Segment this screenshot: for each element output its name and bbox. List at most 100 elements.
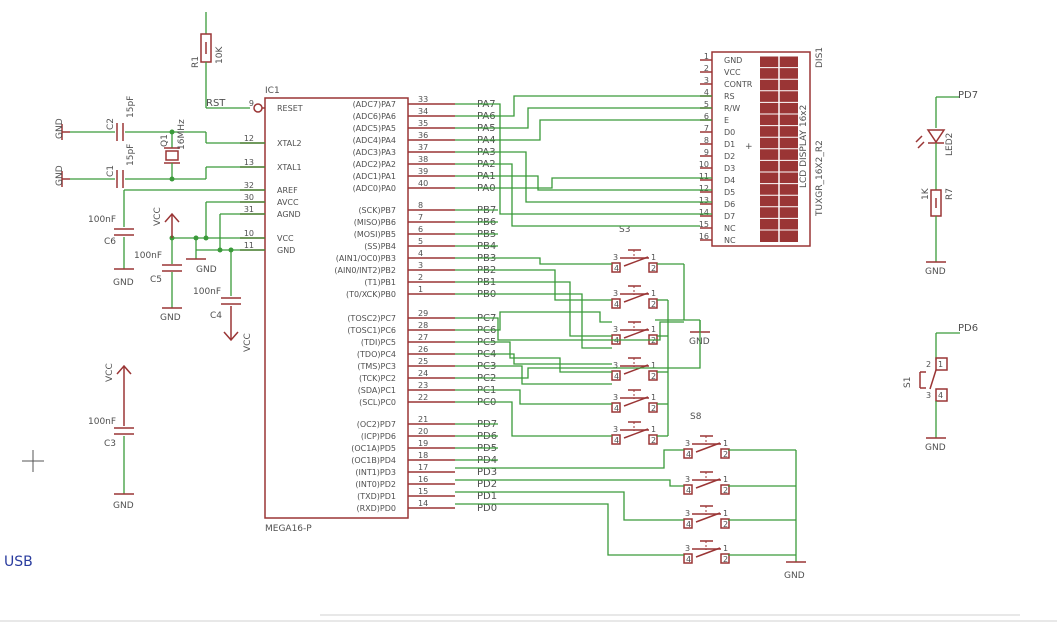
s1-pin-box xyxy=(935,357,948,371)
ic1-right-pin-function: (ADC6)PA6 xyxy=(353,112,396,121)
key-blade xyxy=(623,396,649,407)
lcd-pin-name: R/W xyxy=(724,104,740,113)
s1-pin4: 4 xyxy=(938,391,943,400)
ic1-left-pin-number: 31 xyxy=(244,205,254,214)
vcc-label: VCC xyxy=(243,333,253,352)
wire-pd2 xyxy=(455,479,684,487)
c4-value: 100nF xyxy=(193,287,221,297)
key-pin-1: 1 xyxy=(651,325,656,334)
key-pin-box xyxy=(611,370,621,381)
q1-ref: Q1 xyxy=(160,134,170,147)
lcd-part: TUXGR_16X2_R2 xyxy=(815,140,825,217)
lcd-title: LCD DISPLAY 16x2 xyxy=(799,105,809,188)
led2-light-arrow-icon xyxy=(917,141,925,149)
key-pin-1: 1 xyxy=(723,439,728,448)
key-pin-2: 2 xyxy=(651,300,656,309)
ic1-right-pin-number: 20 xyxy=(418,427,428,436)
wire-pc6 xyxy=(455,311,612,331)
ic1-right-pin-number: 35 xyxy=(418,119,428,128)
key-pin-box xyxy=(648,298,658,309)
lcd-pin-name: D5 xyxy=(724,188,735,197)
key-blade xyxy=(623,328,649,339)
ic1-right-pin-number: 17 xyxy=(418,463,428,472)
key-pin-2: 2 xyxy=(723,450,728,459)
ic1-right-pin-function: (ADC0)PA0 xyxy=(353,184,396,193)
ic1-right-pin-number: 7 xyxy=(418,213,423,222)
key-blade xyxy=(623,292,649,303)
led2-diode-icon[interactable] xyxy=(926,129,946,144)
wire-pb3 xyxy=(455,257,612,265)
ic1-ref: IC1 xyxy=(265,86,280,96)
junction-dot xyxy=(169,129,175,135)
usb-label: USB xyxy=(4,554,33,570)
s1-pin2: 2 xyxy=(926,360,931,369)
ic1-left-pin-name: GND xyxy=(277,246,295,255)
ic1-part: MEGA16-P xyxy=(265,524,312,534)
gnd-label: GND xyxy=(925,443,946,453)
ic1-left-pin-name: XTAL1 xyxy=(277,163,302,172)
key-blade xyxy=(695,442,721,453)
lcd-pin-number: 5 xyxy=(704,100,709,109)
s1-pin1: 1 xyxy=(938,360,943,369)
ic1-right-pin-function: (AIN1/OC0)PB3 xyxy=(336,254,396,263)
ic1-right-pin-function: (ADC7)PA7 xyxy=(353,100,396,109)
wire-pc3 xyxy=(455,365,612,385)
ic1-right-pin-function: (MOSI)PB5 xyxy=(354,230,396,239)
lcd-pin-name: NC xyxy=(724,224,736,233)
ic1-right-pin-number: 19 xyxy=(418,439,428,448)
ic1-left-pin-number: 9 xyxy=(249,99,254,108)
ic1-right-pin-function: (T0/XCK)PB0 xyxy=(346,290,396,299)
ic1-body[interactable] xyxy=(264,97,409,519)
key-pin-box xyxy=(683,484,693,495)
ic1-left-pin-name: RESET xyxy=(277,104,303,113)
lcd-body[interactable] xyxy=(711,51,811,247)
s1-pin-box xyxy=(935,388,948,402)
lcd-pin-number: 13 xyxy=(699,196,709,205)
pd6-net-label: PD6 xyxy=(958,323,978,334)
lcd-pin-number: 11 xyxy=(699,172,709,181)
q1-body[interactable] xyxy=(165,150,179,161)
junction-dot xyxy=(203,235,209,241)
lcd-pin-number: 4 xyxy=(704,88,709,97)
lcd-pin-number: 3 xyxy=(704,76,709,85)
ic1-left-pin-number: 12 xyxy=(244,134,254,143)
ic1-right-pin-number: 21 xyxy=(418,415,428,424)
c6-value: 100nF xyxy=(88,215,116,225)
lcd-screen-grid xyxy=(760,55,798,231)
key-pin-box xyxy=(683,553,693,564)
lcd-pin-number: 16 xyxy=(699,232,709,241)
ic1-right-pin-number: 14 xyxy=(418,499,428,508)
key-pin-4: 4 xyxy=(686,486,691,495)
wire-pc7 xyxy=(455,317,684,341)
key-pin-box xyxy=(648,262,658,273)
q1-value: 16MHz xyxy=(177,119,187,150)
wire-pc0 xyxy=(455,401,612,437)
ic1-left-pin-number: 10 xyxy=(244,229,254,238)
lcd-pin-number: 10 xyxy=(699,160,709,169)
s1-contact[interactable] xyxy=(929,369,937,390)
key-pin-4: 4 xyxy=(686,555,691,564)
wire-pa4 xyxy=(455,119,712,141)
s1-ref: S1 xyxy=(903,377,913,388)
net-label-pd0: PD0 xyxy=(477,503,497,514)
key-pin-4: 4 xyxy=(614,436,619,445)
c6-ref: C6 xyxy=(104,237,116,247)
ic1-right-pin-function: (SCL)PC0 xyxy=(359,398,396,407)
lcd-pin-name: NC xyxy=(724,236,736,245)
wire-pb0 xyxy=(455,293,612,349)
ic1-left-pin-name: VCC xyxy=(277,234,294,243)
vcc-arrow-head xyxy=(223,331,239,342)
